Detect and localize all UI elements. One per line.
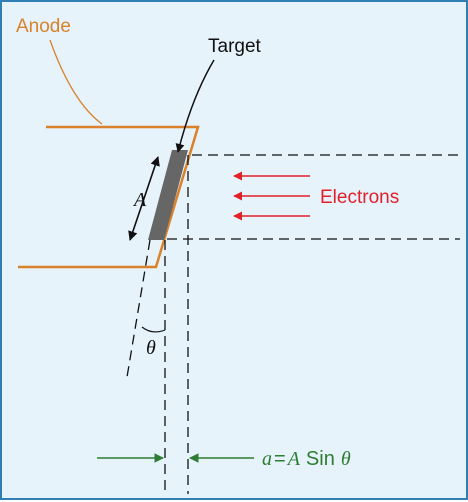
formula-a: a: [262, 448, 272, 470]
target-pointer-arrow: [175, 59, 215, 153]
formula-sin: Sin: [306, 448, 335, 470]
theta-arc: [141, 326, 166, 333]
target-size-label: A: [132, 189, 147, 211]
target-label: Target: [208, 36, 262, 57]
formula-theta: θ: [341, 448, 351, 470]
target-surface-extension: [126, 239, 151, 378]
theta-label: θ: [146, 337, 156, 359]
formula-equals: =: [274, 448, 286, 470]
electrons-label: Electrons: [320, 187, 399, 208]
anode-outline: [18, 125, 200, 269]
target-size-arrow: [128, 156, 160, 241]
anode-label: Anode: [16, 16, 71, 37]
anode-leader-line: [49, 39, 103, 125]
formula-A: A: [286, 448, 301, 470]
